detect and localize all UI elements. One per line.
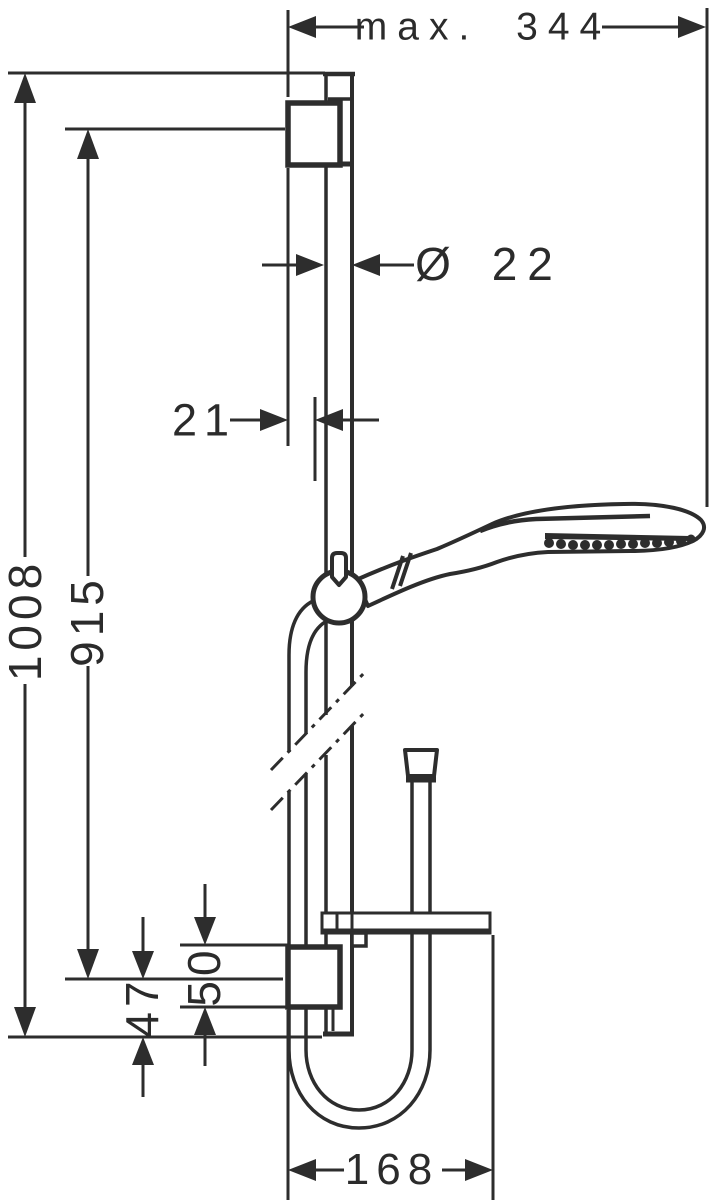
dim-bracket-height: [194, 884, 216, 1066]
bottom-wall-bracket: [285, 944, 343, 1010]
dim-bottom-offset: [132, 917, 154, 1097]
dim-label-wall-clearance: 21: [171, 394, 237, 446]
dim-label-bracket-distance: 915: [61, 575, 113, 667]
hand-shower: [310, 501, 707, 626]
outlet-arm: [320, 911, 492, 948]
dim-overall-height: [14, 73, 36, 1037]
dim-bar-diameter: [262, 254, 414, 276]
spray-face-edge: [479, 513, 651, 534]
dim-label-hose-width: 168: [344, 1145, 440, 1194]
slider-knob: [330, 551, 348, 587]
dim-hose-width: [288, 1159, 493, 1181]
handle-joint-line: [398, 552, 413, 587]
top-wall-bracket: [285, 100, 354, 168]
outlet-elbow: [350, 931, 368, 948]
dim-label-bottom-offset: 47: [116, 976, 168, 1038]
shower-hose: [287, 599, 439, 1130]
dim-label-overall-height: 1008: [0, 558, 51, 682]
break-lines: [269, 669, 368, 812]
dim-label-bracket-height: 50: [178, 945, 230, 1007]
hose-nut: [403, 748, 439, 783]
dim-label-bar-diameter: Ø 22: [415, 238, 563, 290]
handle-joint-line: [390, 555, 405, 590]
dim-max-width: [288, 16, 706, 38]
hand-shower-body: [354, 501, 707, 608]
dim-wall-clearance: [230, 409, 379, 431]
spray-nozzles: [544, 533, 696, 550]
dim-label-max-width: max. 344: [354, 5, 612, 49]
hose-loop: [287, 1049, 432, 1130]
dim-bracket-distance: [77, 129, 99, 979]
